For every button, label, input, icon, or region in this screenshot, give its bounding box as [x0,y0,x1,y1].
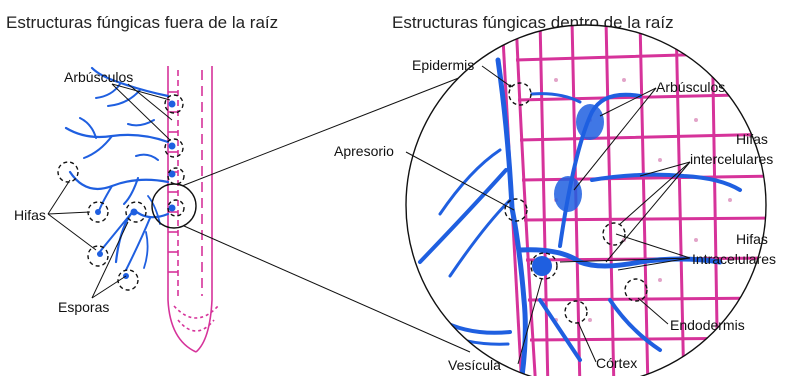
label-endodermis: Endodermis [670,317,745,333]
label-epidermis: Epidermis [412,57,474,73]
label-hifas-intracelulares-2: Intracelulares [692,251,776,267]
right-title: Estructuras fúngicas dentro de la raíz [392,13,674,32]
root-outline-right [196,66,212,352]
label-arbusculos-right: Arbúsculos [656,79,725,95]
label-hifas-intracelulares-1: Hifas [736,231,768,247]
root-cells [168,92,178,272]
label-hifas-left: Hifas [14,207,46,223]
label-arbusculos-left: Arbúsculos [64,69,133,85]
label-hifas-intercelulares-2: intercelulares [690,151,773,167]
left-highlight-circles [58,95,184,290]
root-drawing [168,66,218,352]
label-apresorio: Apresorio [334,143,394,159]
label-vesicula: Vesícula [448,357,501,373]
label-cortex: Córtex [596,355,637,371]
external-hyphae [66,68,168,270]
label-esporas-left: Esporas [58,299,109,315]
vesicle [532,256,552,276]
left-title: Estructuras fúngicas fuera de la raíz [6,13,278,32]
label-hifas-intercelulares-1: Hifas [736,131,768,147]
